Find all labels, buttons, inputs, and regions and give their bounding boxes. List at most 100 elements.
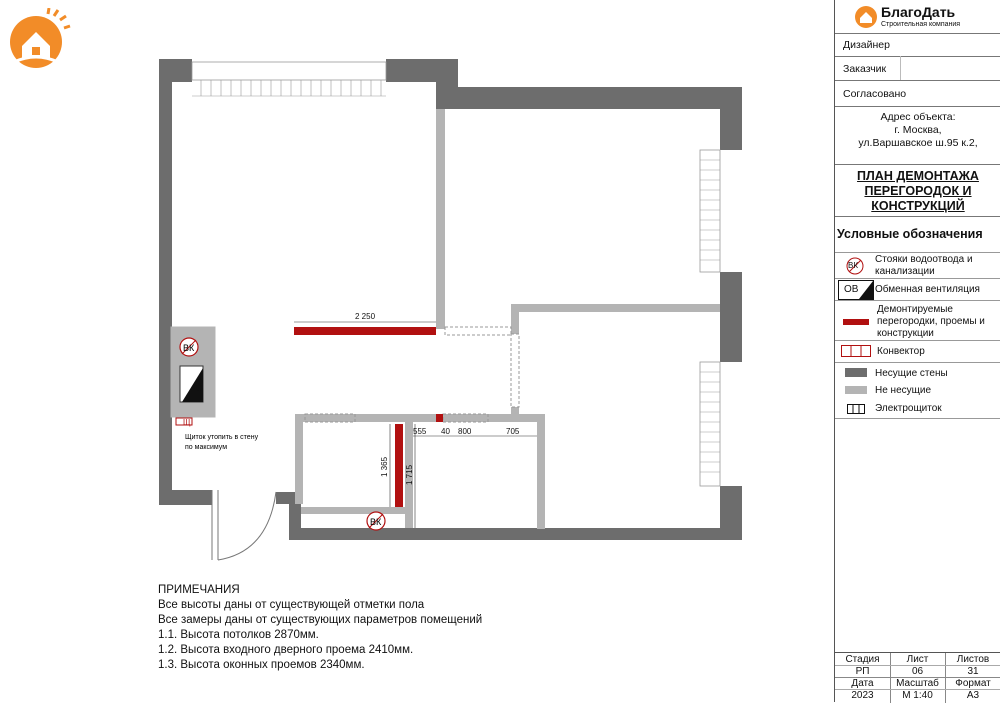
bearing-swatch (845, 368, 867, 377)
dimension-label: 1 715 (405, 464, 414, 485)
ov-symbol-label: ОВ (844, 284, 859, 295)
convector (699, 361, 721, 487)
vk-riser-icon: ВК (179, 337, 199, 357)
notes-block: ПРИМЕЧАНИЯ Все высоты даны от существующ… (158, 583, 482, 673)
stamp-cell: Масштаб (896, 678, 939, 689)
ov-label: ОВ (194, 378, 204, 391)
brand-header: БлагоДать Строительная компания (853, 3, 993, 31)
stamp-cell: 2023 (851, 690, 874, 701)
demolish-partition (395, 424, 403, 507)
partition-segment (301, 507, 405, 514)
bearing-wall-segment (720, 87, 742, 150)
legend-text: Электрощиток (875, 403, 942, 414)
legend-text: Несущие стены (875, 368, 948, 379)
partition-segment (537, 414, 545, 529)
non-bearing-walls (170, 109, 720, 529)
dimension-label: 40 (441, 427, 450, 436)
openings (304, 326, 520, 423)
stamp-cell: Стадия (845, 654, 880, 665)
convectors (191, 61, 721, 487)
vk-symbol-label: ВК (848, 261, 858, 270)
approved-label: Согласовано (843, 88, 907, 100)
note-line: Все высоты даны от существующей отметки … (158, 599, 425, 611)
demolish-partition (294, 327, 436, 335)
bearing-wall-segment (159, 490, 212, 505)
client-row: Заказчик (835, 56, 1000, 81)
sheet-title-line: КОНСТРУКЦИЙ (871, 199, 965, 213)
entrance-door (211, 490, 277, 561)
stamp-cell: М 1:40 (902, 690, 933, 701)
legend-text: конструкции (877, 328, 934, 339)
stamp-cell: 31 (967, 666, 979, 677)
legend-text: Стояки водоотвода и (875, 254, 973, 265)
opening (444, 326, 512, 336)
dimension-label: 2 250 (355, 312, 376, 321)
ov-ventilation-icon: ОВ (838, 280, 874, 300)
legend-panel: Электрощиток (835, 400, 1000, 419)
legend-demolish: Демонтируемые перегородки, проемы и конс… (835, 300, 1000, 341)
legend-text: Демонтируемые (877, 304, 953, 315)
legend-vk: ВК Стояки водоотвода и канализации (835, 252, 1000, 279)
notes-title: ПРИМЕЧАНИЯ (158, 584, 240, 596)
legend-text: Конвектор (877, 346, 925, 357)
sheet-title-line: ПЕРЕГОРОДОК И (864, 184, 972, 198)
convector-ribs (192, 80, 720, 473)
vk-riser-icon (846, 257, 864, 275)
dimension-label: 1 365 (380, 456, 389, 477)
dimension-lines (294, 321, 537, 528)
legend-title: Условные обозначения (837, 227, 983, 241)
designer-label: Дизайнер (843, 39, 890, 51)
vk-label: ВК (183, 343, 195, 353)
stamp-cell: Листов (956, 654, 990, 665)
note-line: 1.2. Высота входного дверного проема 241… (158, 644, 414, 656)
partition-segment (295, 414, 303, 504)
stamp-cell: Дата (851, 678, 874, 689)
opening (510, 333, 520, 408)
bearing-wall-segment (720, 486, 742, 540)
floor-plan: 2 250 555 40 800 705 1 365 1 715 ВК ВК О… (159, 59, 742, 561)
dimension-label: 800 (458, 427, 472, 436)
legend-text: перегородки, проемы и (877, 316, 985, 327)
demolition (294, 327, 443, 507)
legend-text: Обменная вентиляция (875, 284, 980, 295)
bearing-walls (159, 59, 742, 540)
vk-label: ВК (370, 517, 382, 527)
panel-note: Щиток утопить в стену (185, 434, 259, 441)
address-line: Адрес объекта: (880, 111, 956, 123)
note-line: Все замеры даны от существующих параметр… (158, 614, 483, 626)
legend-header: Условные обозначения (835, 216, 1000, 251)
partition-segment (295, 414, 545, 422)
legend-nonbearing: Не несущие (835, 382, 1000, 400)
bearing-wall-segment (289, 528, 742, 540)
ov-ventilation-icon: ОВ (179, 365, 204, 403)
opening (304, 413, 356, 423)
stamp-table: Стадия Лист Листов РП 06 31 Дата Масштаб… (835, 652, 1000, 703)
legend-bearing: Несущие стены (835, 362, 1000, 383)
partition-segment (436, 109, 445, 329)
convector (191, 61, 387, 81)
demolish-partition (436, 414, 443, 422)
address-block: Адрес объекта: г. Москва, ул.Варшавское … (835, 106, 1000, 165)
house-logo-icon (10, 7, 71, 68)
dimension-label: 705 (506, 427, 520, 436)
approved-row: Согласовано (835, 80, 1000, 107)
brand-tagline: Строительная компания (881, 21, 961, 28)
partition-segment (405, 422, 413, 528)
address-line: ул.Варшавское ш.95 к.2, (858, 137, 978, 149)
note-line: 1.3. Высота оконных проемов 2340мм. (158, 659, 365, 671)
electrical-panel-icon: Щ (175, 417, 193, 427)
partition-segment (511, 304, 519, 334)
demolish-swatch (843, 319, 869, 325)
stamp-cell: А3 (966, 690, 980, 701)
title-block: БлагоДать Строительная компания Дизайнер… (834, 0, 1000, 703)
divider (900, 56, 901, 80)
panel-label: Щ (183, 418, 191, 427)
stamp-cell: РП (855, 666, 870, 677)
stamp-cell: Лист (906, 654, 929, 665)
nonbearing-swatch (845, 386, 867, 394)
vk-riser-icon: ВК (366, 511, 386, 531)
legend-text: Не несущие (875, 385, 932, 396)
partition-segment (511, 304, 720, 312)
note-line: 1.1. Высота потолков 2870мм. (158, 629, 319, 641)
legend-convector: Конвектор (835, 340, 1000, 363)
